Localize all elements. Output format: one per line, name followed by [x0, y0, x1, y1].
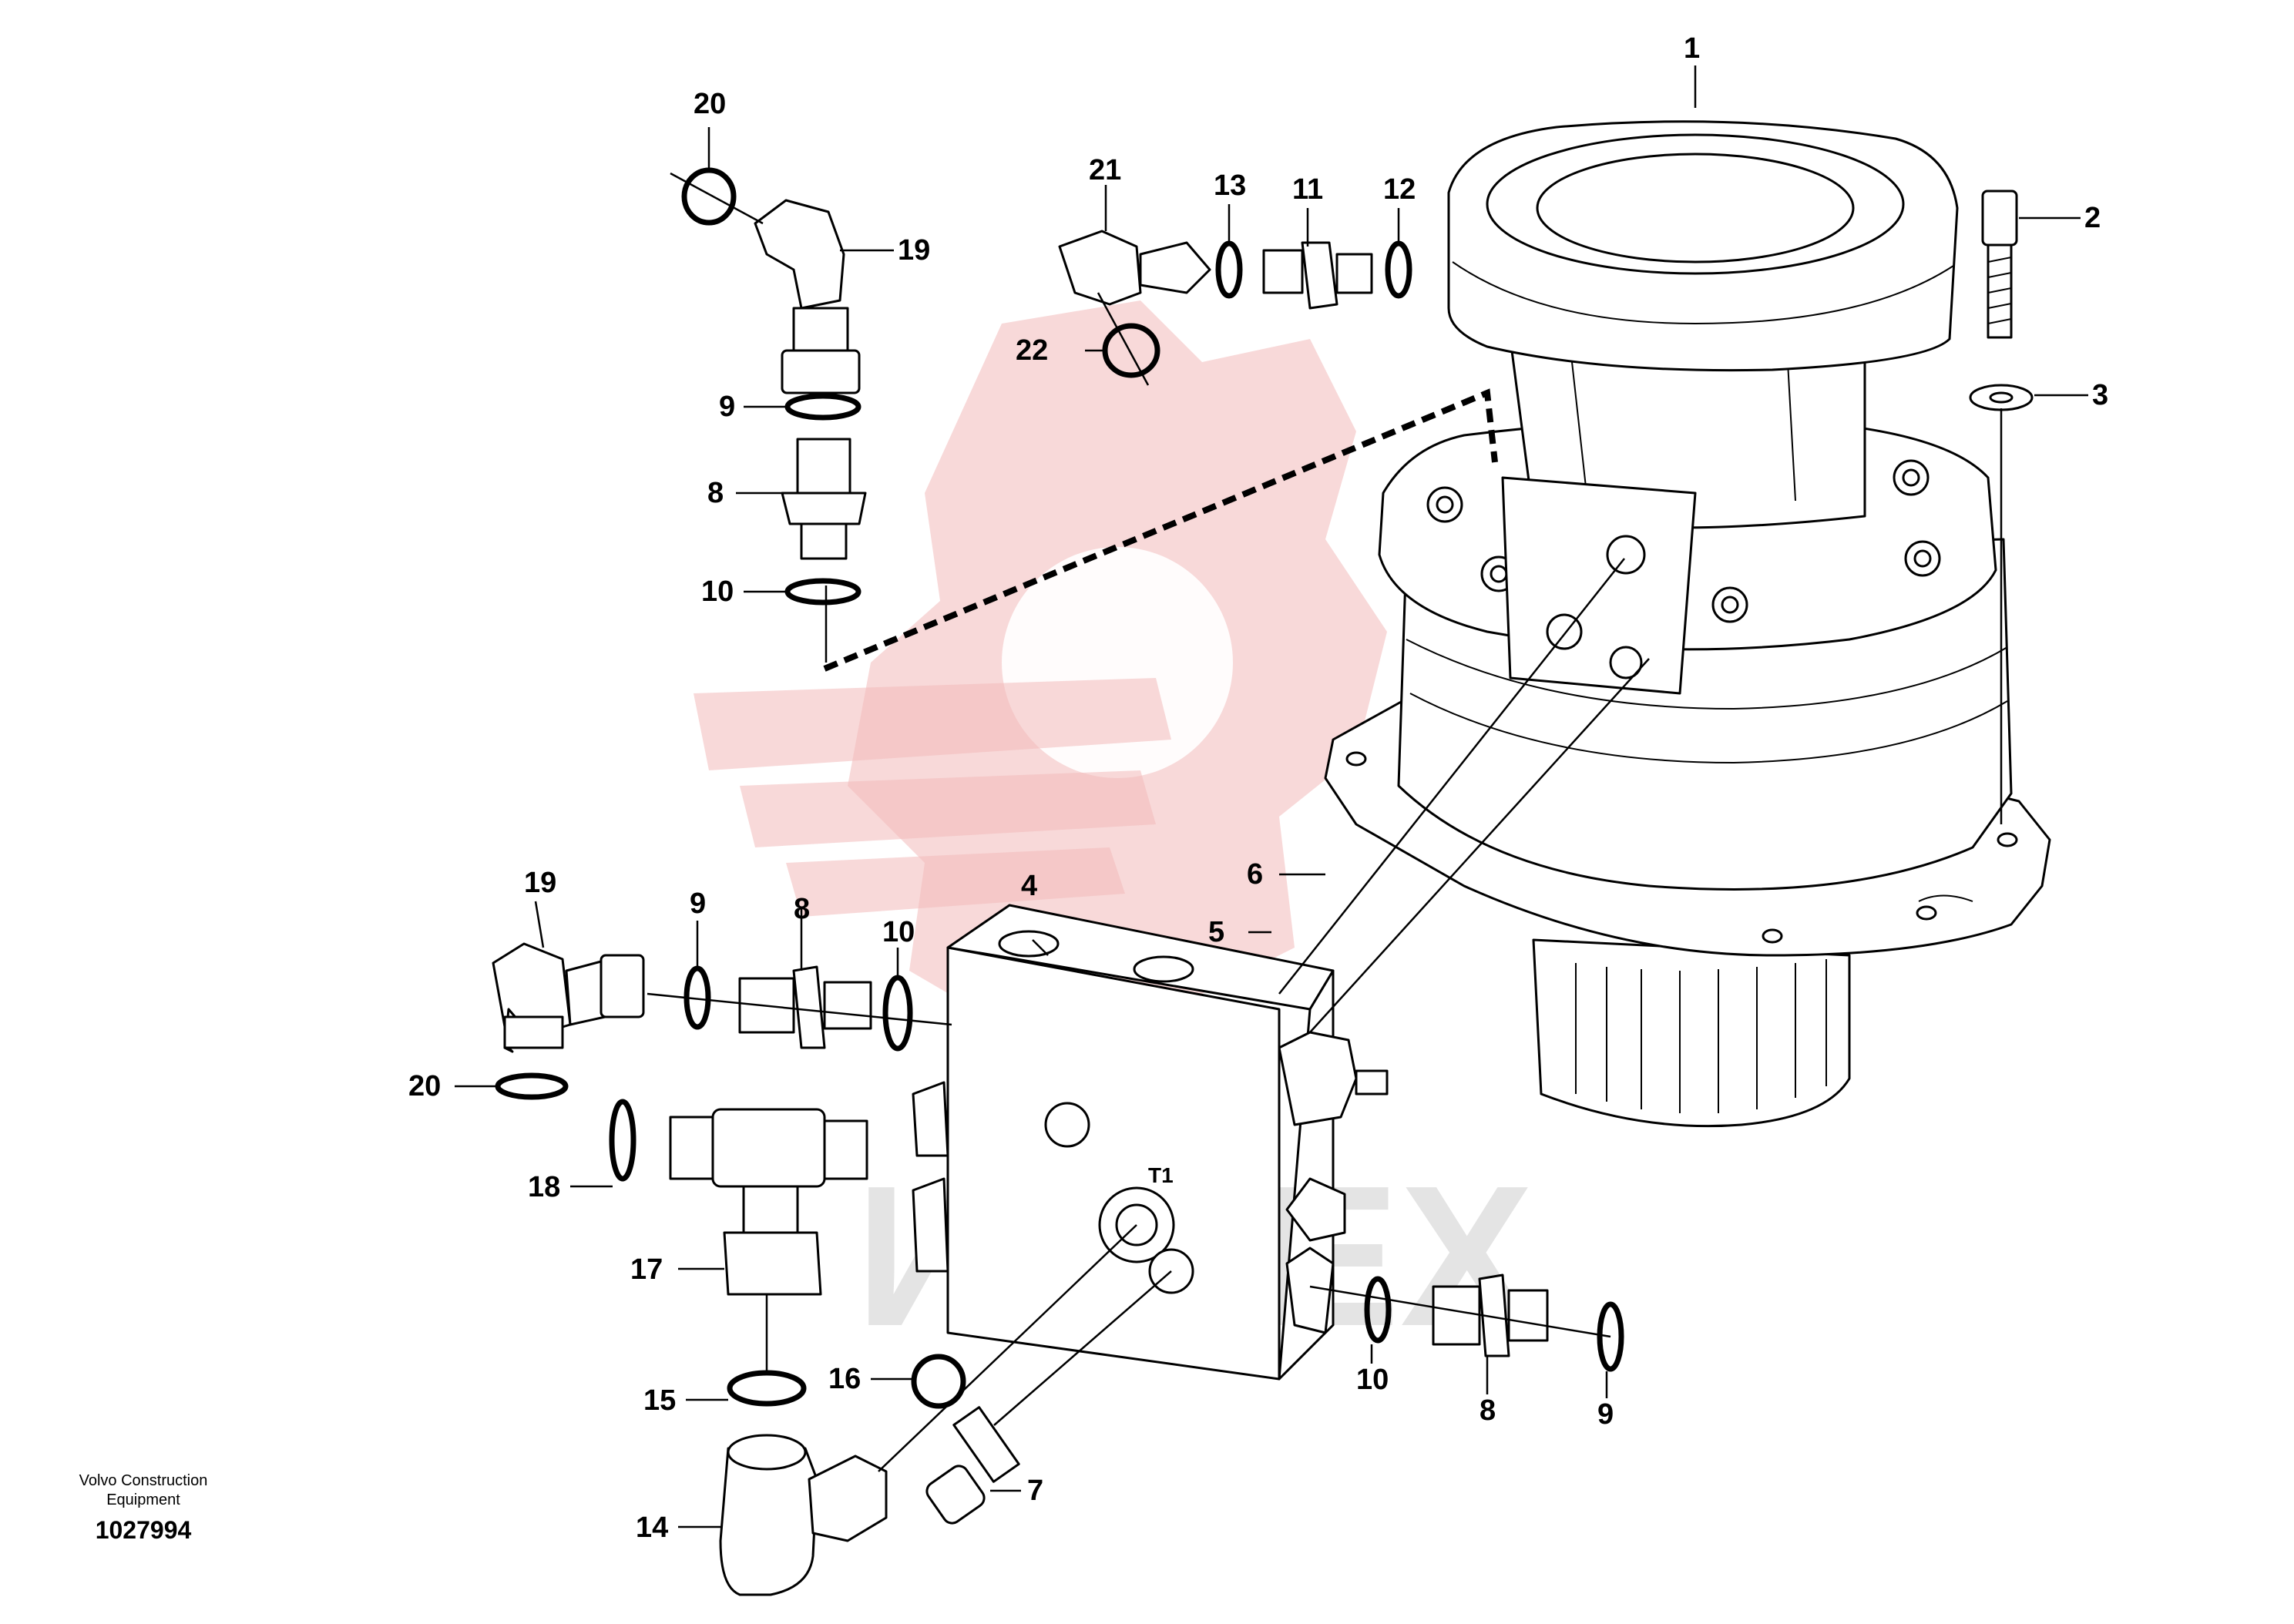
publisher-credit: Volvo Construction Equipment 1027994 [79, 1472, 208, 1544]
o-ring-12 [1385, 240, 1412, 299]
callout-8-side: 8 [794, 893, 810, 925]
callout-21: 21 [1089, 154, 1121, 186]
o-ring-upper-10 [784, 578, 862, 606]
callout-10-right: 10 [1356, 1364, 1389, 1396]
upper-adapter-nipple [781, 438, 867, 560]
callout-10-side: 10 [882, 916, 915, 948]
callout-14: 14 [636, 1512, 668, 1544]
side-adapter-8 [738, 965, 872, 1049]
o-ring-upper-20 [681, 167, 737, 226]
callout-leaders [455, 65, 2088, 1528]
lower-elbow-fitting [719, 1434, 888, 1596]
callout-5: 5 [1208, 916, 1224, 948]
document-number: 1027994 [96, 1516, 192, 1544]
valve-block: T1 [912, 904, 1389, 1381]
right-adapter-8 [1432, 1273, 1549, 1357]
side-elbow-fitting [492, 942, 645, 1053]
top-elbow-fitting [1058, 230, 1211, 306]
cap-screw [1981, 190, 2018, 339]
callout-4: 4 [1021, 870, 1037, 902]
o-ring-right-10 [1364, 1276, 1392, 1344]
cap-screw-7 [925, 1406, 1020, 1525]
publisher-line-2: Equipment [106, 1491, 180, 1508]
callout-13: 13 [1214, 169, 1246, 202]
callout-2: 2 [2084, 202, 2101, 234]
tee-fitting [669, 1108, 868, 1296]
o-ring-15 [727, 1370, 807, 1407]
swing-motor-gearbox [1324, 120, 2051, 1128]
callout-1: 1 [1684, 32, 1700, 65]
washer [1969, 384, 2034, 411]
callout-20-upper: 20 [694, 88, 726, 120]
port-marking: T1 [1148, 1163, 1174, 1187]
upper-elbow-fitting [754, 199, 861, 394]
callout-10-upper: 10 [701, 575, 734, 608]
o-ring-18 [609, 1099, 636, 1182]
callout-8-upper: 8 [707, 477, 724, 509]
callout-7: 7 [1027, 1475, 1043, 1507]
callout-6: 6 [1247, 858, 1263, 891]
callout-9-side: 9 [690, 887, 706, 920]
o-ring-16 [911, 1354, 966, 1409]
callout-22: 22 [1016, 334, 1048, 367]
publisher-line-1: Volvo Construction [79, 1472, 208, 1489]
callout-12: 12 [1383, 173, 1416, 206]
callout-20-side: 20 [408, 1070, 441, 1102]
callout-16: 16 [828, 1363, 861, 1395]
callout-19-upper: 19 [898, 234, 930, 267]
callout-9-upper: 9 [719, 391, 735, 423]
callout-labels: 1 2 3 4 5 6 7 8 8 8 9 9 9 10 10 10 11 12… [408, 32, 2108, 1544]
callout-8-right: 8 [1480, 1394, 1496, 1427]
o-ring-side-20 [495, 1072, 569, 1100]
callout-17: 17 [630, 1253, 663, 1286]
watermark-logo [694, 300, 1387, 1025]
o-ring-side-10 [882, 975, 913, 1052]
o-ring-13 [1215, 240, 1243, 299]
o-ring-upper-9 [784, 393, 862, 421]
straight-adapter-11 [1262, 241, 1373, 310]
callout-3: 3 [2092, 379, 2108, 411]
callout-11: 11 [1292, 173, 1323, 206]
callout-15: 15 [643, 1384, 676, 1417]
o-ring-right-9 [1597, 1301, 1624, 1372]
callout-9-right: 9 [1597, 1398, 1614, 1431]
callout-19-side: 19 [524, 867, 556, 899]
callout-18: 18 [528, 1171, 560, 1203]
